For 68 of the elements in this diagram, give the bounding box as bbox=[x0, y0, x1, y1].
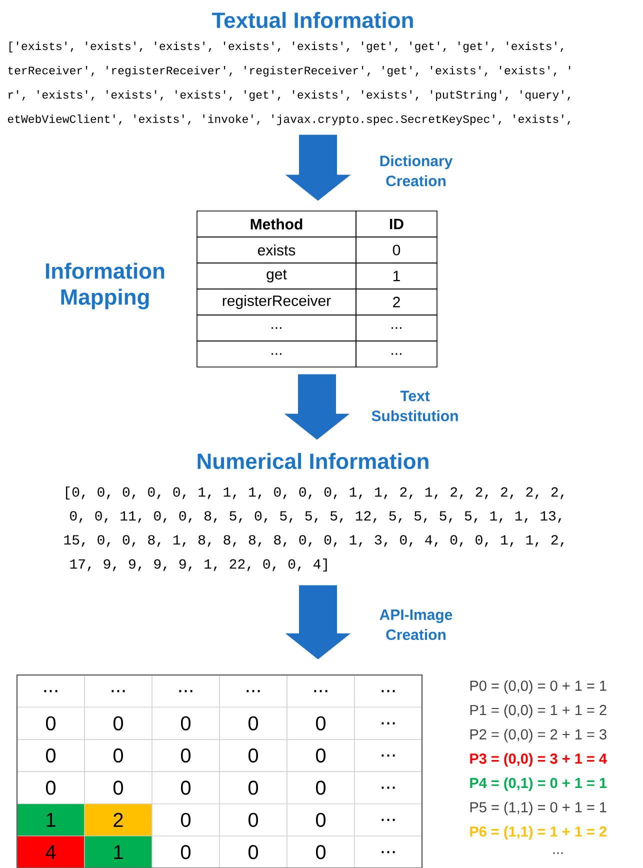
grid-cell: ... bbox=[286, 674, 355, 708]
edge-label: Dictionary Creation bbox=[380, 155, 453, 186]
table-cell: registerReceiver bbox=[196, 288, 356, 316]
grid-cell: ... bbox=[219, 674, 288, 708]
grid-cell: ... bbox=[16, 674, 85, 708]
grid-cell: 1 bbox=[16, 804, 85, 836]
side-heading: Information Mapping bbox=[46, 262, 164, 310]
grid-cell: ... bbox=[84, 674, 152, 708]
grid-cell: 0 bbox=[286, 804, 355, 836]
heading: Textual Information bbox=[212, 12, 413, 28]
number-line: 17, 9, 9, 9, 9, 1, 22, 0, 0, 4] bbox=[70, 558, 327, 572]
grid-cell: ... bbox=[354, 674, 422, 708]
code-line: terReceiver', 'registerReceiver', 'registerReceiver', 'get', 'exists', 'exists', ' bbox=[8, 66, 570, 77]
heading: Numerical Information bbox=[198, 452, 428, 470]
formula-line: P1 = (0,0) = 1 + 1 = 2 bbox=[470, 704, 606, 718]
code-line: etWebViewClient', 'exists', 'invoke', 'javax.crypto.spec.SecretKeySpec', 'exists', bbox=[8, 114, 570, 126]
formula-line: P6 = (1,1) = 1 + 1 = 2 bbox=[470, 826, 606, 840]
grid-cell: 1 bbox=[84, 836, 152, 868]
formula-line: P5 = (1,1) = 0 + 1 = 1 bbox=[470, 802, 606, 816]
grid-cell: 0 bbox=[219, 706, 288, 740]
formula-line: P2 = (0,0) = 2 + 1 = 3 bbox=[470, 728, 606, 742]
grid-cell: 0 bbox=[286, 739, 355, 772]
table-cell: ... bbox=[356, 340, 438, 368]
table-cell: ID bbox=[356, 210, 438, 238]
table-cell: 2 bbox=[356, 288, 438, 316]
number-line: 0, 0, 11, 0, 0, 8, 5, 0, 5, 5, 5, 12, 5, 5, 5, 5, 1, 1, 13, bbox=[70, 511, 562, 523]
grid-cell: ... bbox=[354, 706, 422, 740]
edge-label: Text Substitution bbox=[372, 390, 458, 422]
grid-cell: ... bbox=[152, 674, 220, 708]
grid-cell: 0 bbox=[286, 771, 355, 804]
grid-cell: 4 bbox=[16, 836, 85, 868]
table-cell: 0 bbox=[356, 236, 438, 264]
table-cell: 1 bbox=[356, 262, 438, 290]
grid-cell: 0 bbox=[16, 739, 85, 772]
grid-cell: ... bbox=[354, 836, 422, 868]
table-cell: ... bbox=[356, 314, 438, 342]
edge-label: API-Image Creation bbox=[380, 610, 452, 640]
formula-line: P0 = (0,0) = 0 + 1 = 1 bbox=[470, 680, 606, 694]
grid-cell: 0 bbox=[152, 836, 220, 868]
ellipsis: ... bbox=[553, 852, 563, 854]
grid-cell: 0 bbox=[152, 771, 220, 804]
grid-cell: 0 bbox=[219, 804, 288, 836]
grid-cell: 0 bbox=[84, 739, 152, 772]
formula-line: P4 = (0,1) = 0 + 1 = 1 bbox=[470, 777, 607, 791]
grid-cell: 0 bbox=[84, 706, 152, 740]
grid-cell: 0 bbox=[219, 836, 288, 868]
formula-line: P3 = (0,0) = 3 + 1 = 4 bbox=[470, 753, 607, 767]
grid-cell: 2 bbox=[84, 804, 152, 836]
table-cell: ... bbox=[196, 314, 356, 342]
table-cell: ... bbox=[196, 340, 356, 368]
grid-cell: 0 bbox=[219, 739, 288, 772]
table-cell: get bbox=[196, 262, 356, 290]
grid-cell: ... bbox=[354, 739, 422, 772]
code-line: ['exists', 'exists', 'exists', 'exists', 'exists', 'get', 'get', 'get', 'exists', bbox=[10, 42, 564, 52]
grid-cell: 0 bbox=[152, 706, 220, 740]
table-cell: exists bbox=[196, 236, 356, 264]
grid-cell: ... bbox=[354, 771, 422, 804]
grid-cell: 0 bbox=[286, 836, 355, 868]
number-line: [0, 0, 0, 0, 0, 1, 1, 1, 0, 0, 0, 1, 1, 2, 1, 2, 2, 2, 2, 2, bbox=[66, 486, 564, 500]
grid-cell: ... bbox=[354, 804, 422, 836]
grid-cell: 0 bbox=[16, 706, 85, 740]
grid-cell: 0 bbox=[152, 739, 220, 772]
grid-cell: 0 bbox=[286, 706, 355, 740]
code-line: r', 'exists', 'exists', 'exists', 'get', 'exists', 'exists', 'putString', 'query', bbox=[8, 90, 570, 101]
table-cell: Method bbox=[196, 210, 356, 238]
grid-cell: 0 bbox=[219, 771, 288, 804]
number-line: 15, 0, 0, 8, 1, 8, 8, 8, 8, 0, 0, 1, 3, 0, 4, 0, 0, 1, 1, 2, bbox=[64, 535, 564, 547]
grid-cell: 0 bbox=[152, 804, 220, 836]
